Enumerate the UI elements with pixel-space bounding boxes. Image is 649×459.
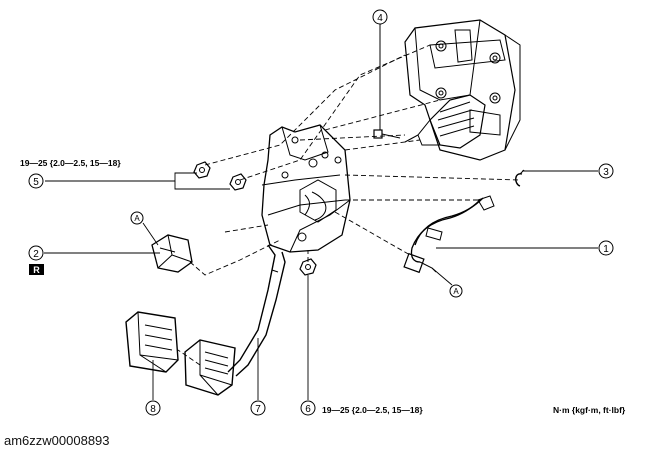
- ref-letter-a-right: A: [453, 287, 459, 296]
- ref-letter-a-left: A: [134, 214, 140, 223]
- firewall-bracket: [404, 19, 521, 161]
- callout-circle-4: [372, 9, 388, 25]
- switch-2: [151, 234, 193, 273]
- callout-5: 5: [33, 177, 39, 188]
- callout-circle-7: [250, 400, 266, 416]
- torque-spec-bottom: 19—25 {2.0—2.5, 15—18}: [322, 405, 423, 415]
- ref-circle-a-right: [449, 284, 463, 298]
- callout-circle-1: [598, 240, 614, 256]
- bolt-4: [373, 24, 401, 139]
- pedal-pad-8: [125, 311, 179, 373]
- callout-circle-6: [300, 400, 316, 416]
- clip-3: [515, 169, 525, 187]
- torque-spec-top: 19—25 {2.0—2.5, 15—18}: [20, 158, 121, 168]
- callout-circle-5: [28, 173, 44, 189]
- leader-lines: [44, 170, 598, 400]
- callout-6: 6: [305, 404, 311, 415]
- side-badge-box: [29, 264, 44, 275]
- torque-units: N·m {kgf·m, ft·lbf}: [553, 405, 626, 415]
- assembly-lines: [177, 44, 521, 366]
- diagram-canvas: 1 2 3 4 5 6 7 8 A A R 19—25 {2.0—2.5, 15…: [20, 9, 626, 416]
- pedal-bracket: [261, 124, 351, 253]
- pedal-arm-7: [227, 244, 286, 377]
- side-badge-label: R: [33, 265, 40, 275]
- callout-circle-3: [598, 163, 614, 179]
- nut-5a: [193, 161, 211, 179]
- callout-circle-2: [28, 245, 44, 261]
- callout-circle-8: [145, 400, 161, 416]
- callout-1: 1: [603, 244, 609, 255]
- clutch-switch-1: [403, 195, 495, 274]
- nut-5b: [229, 173, 247, 191]
- callout-4: 4: [377, 13, 383, 24]
- callout-7: 7: [255, 404, 261, 415]
- callout-8: 8: [150, 404, 156, 415]
- callout-2: 2: [33, 249, 39, 260]
- image-caption: am6zzw00008893: [4, 433, 110, 448]
- nut-6: [299, 258, 317, 276]
- ref-circle-a-left: [130, 211, 144, 225]
- callout-3: 3: [603, 167, 609, 178]
- clutch-pedal-diagram: 1 2 3 4 5 6 7 8 A A R 19—25 {2.0—2.5, 15…: [20, 9, 626, 416]
- pedal-pad-mounted: [184, 339, 236, 396]
